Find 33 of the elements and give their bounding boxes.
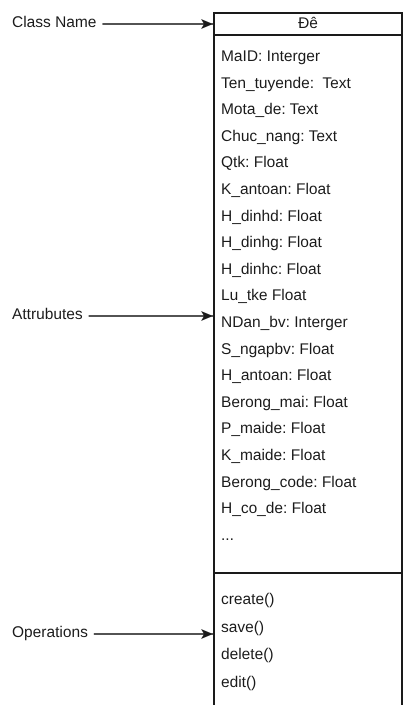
operation-text: edit() xyxy=(221,672,258,692)
attribute-text: MaID: Interger xyxy=(221,47,322,67)
attribute-text: S_ngapbv: Float xyxy=(221,340,335,360)
attribute-text: Berong_code: Float xyxy=(221,472,358,492)
annotation-label xyxy=(213,12,403,36)
attribute-text: K_antoan: Float xyxy=(221,180,332,200)
arrow xyxy=(94,629,213,639)
class-name: Đê xyxy=(297,14,319,34)
attribute-text: H_co_de: Float xyxy=(221,499,328,520)
annotation-label xyxy=(213,572,403,705)
attribute-text: Lu_tke Float xyxy=(221,286,308,306)
arrow xyxy=(88,311,213,321)
attribute-text: H_dinhd: Float xyxy=(221,206,323,227)
operation-text: delete() xyxy=(221,645,275,665)
attribute-text: P_maide: Float xyxy=(221,419,326,440)
operation-text: save() xyxy=(221,618,266,638)
attribute-text: Berong_mai: Float xyxy=(221,392,349,413)
attribute-text: NDan_bv: Interger xyxy=(221,312,349,333)
attribute-text: H_dinhg: Float xyxy=(221,233,323,254)
annotation-label: Class Name xyxy=(12,13,96,33)
attribute-text: H_antoan: Float xyxy=(221,366,332,386)
attribute-text: ... xyxy=(221,526,235,546)
attribute-text: Ten_tuyende: Text xyxy=(221,74,352,94)
attribute-text: Qtk: Float xyxy=(221,153,290,174)
attribute-text: Chuc_nang: Text xyxy=(221,126,338,147)
annotation-label: Attrubutes xyxy=(12,305,83,325)
operation-text: create() xyxy=(221,590,276,610)
attribute-text: Mota_de: Text xyxy=(221,100,320,120)
attribute-text: H_dinhc: Float xyxy=(221,260,322,280)
annotation-label xyxy=(213,34,403,574)
attribute-text: K_maide: Float xyxy=(221,446,326,466)
arrow xyxy=(102,19,213,29)
annotation-label: Operations xyxy=(12,623,88,643)
